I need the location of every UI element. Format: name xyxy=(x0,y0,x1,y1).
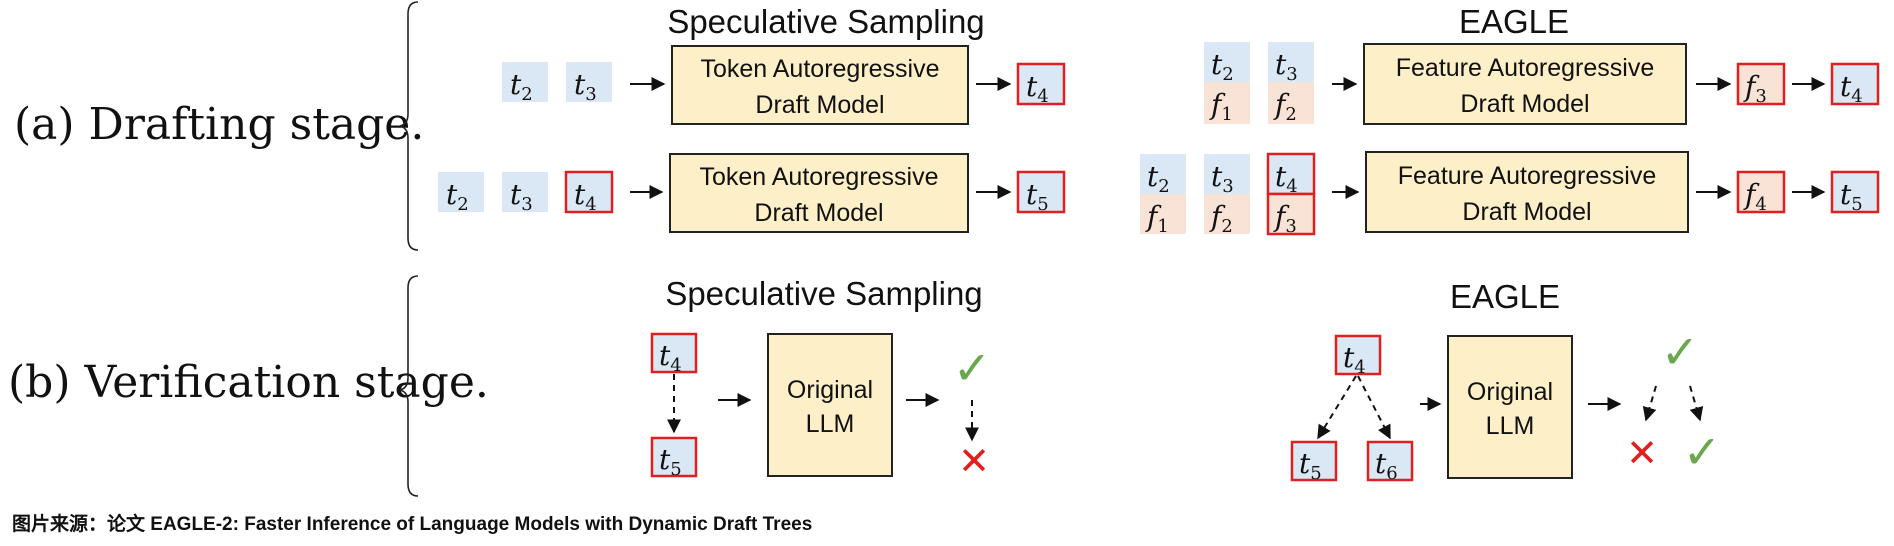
svg-text:t4: t4 xyxy=(659,339,682,376)
svg-text:Feature Autoregressive: Feature Autoregressive xyxy=(1396,54,1654,82)
rejected-cross-icon: ✕ xyxy=(958,439,990,483)
svg-text:Draft Model: Draft Model xyxy=(1460,90,1589,118)
svg-text:Original: Original xyxy=(787,376,873,404)
token-t5-output: t5 xyxy=(1830,170,1880,215)
token-draft-model-box: Token Autoregressive Draft Model xyxy=(671,45,969,125)
svg-text:Draft Model: Draft Model xyxy=(754,199,883,227)
token-t5: t5 xyxy=(1290,440,1338,484)
svg-text:t2: t2 xyxy=(1211,48,1234,85)
token-feature-pair-t2-f1: t2 f1 xyxy=(1140,154,1186,237)
title-spec-sampling-verification: Speculative Sampling xyxy=(665,275,982,312)
feature-f4-output: f4 xyxy=(1736,170,1786,215)
drafting-stage-label: (a) Drafting stage. xyxy=(14,99,424,150)
token-t6: t6 xyxy=(1366,440,1414,484)
verification-stage-label: (b) Verification stage. xyxy=(8,357,489,408)
dashed-arrow xyxy=(1642,385,1657,422)
svg-text:t3: t3 xyxy=(1275,48,1298,85)
svg-text:LLM: LLM xyxy=(1486,412,1535,440)
figure-caption: 图片来源：论文 EAGLE-2: Faster Inference of Lan… xyxy=(12,512,812,535)
svg-text:t5: t5 xyxy=(1026,178,1049,215)
rejected-cross-icon: ✕ xyxy=(1626,431,1658,475)
svg-text:t3: t3 xyxy=(510,178,533,215)
svg-text:LLM: LLM xyxy=(806,410,855,438)
drafting-brace xyxy=(399,1,419,251)
token-feature-pair-t3-f2: t3 f2 xyxy=(1204,154,1250,237)
feature-f3-output: f3 xyxy=(1736,62,1786,107)
svg-text:Feature Autoregressive: Feature Autoregressive xyxy=(1398,162,1656,190)
svg-text:Original: Original xyxy=(1467,378,1553,406)
feature-draft-model-box: Feature Autoregressive Draft Model xyxy=(1365,151,1689,233)
svg-text:Draft Model: Draft Model xyxy=(755,91,884,119)
svg-text:t3: t3 xyxy=(1211,160,1234,197)
verification-brace xyxy=(399,275,419,497)
token-t2: t2 xyxy=(438,172,484,215)
svg-text:t4: t4 xyxy=(1840,70,1863,107)
token-t3: t3 xyxy=(566,62,612,105)
token-t4: t4 xyxy=(1334,334,1382,378)
dashed-arrow xyxy=(1689,385,1704,422)
svg-text:t2: t2 xyxy=(510,68,533,105)
svg-text:t4: t4 xyxy=(1275,160,1298,197)
token-feature-pair-t2-f1: t2 f1 xyxy=(1204,42,1250,125)
accepted-check-icon: ✓ xyxy=(1683,425,1722,479)
original-llm-box: Original LLM xyxy=(767,333,893,477)
svg-text:Token Autoregressive: Token Autoregressive xyxy=(700,55,939,83)
token-feature-pair-t3-f2: t3 f2 xyxy=(1268,42,1314,125)
svg-text:t4: t4 xyxy=(1343,341,1366,378)
token-t2: t2 xyxy=(502,62,548,105)
token-t5: t5 xyxy=(650,436,698,480)
accepted-check-icon: ✓ xyxy=(1661,325,1700,379)
token-t4-output: t4 xyxy=(1016,62,1066,107)
token-t4: t4 xyxy=(564,170,614,215)
svg-text:t5: t5 xyxy=(1299,447,1322,484)
svg-text:t5: t5 xyxy=(659,443,682,480)
token-t3: t3 xyxy=(502,172,548,215)
svg-text:Draft Model: Draft Model xyxy=(1462,198,1591,226)
token-t4: t4 xyxy=(650,332,698,376)
token-t4-output: t4 xyxy=(1830,62,1880,107)
dashed-arrow xyxy=(1317,375,1357,440)
svg-text:Token Autoregressive: Token Autoregressive xyxy=(699,163,938,191)
token-t5-output: t5 xyxy=(1016,170,1066,215)
title-eagle-drafting: EAGLE xyxy=(1459,3,1569,40)
svg-text:t5: t5 xyxy=(1840,178,1863,215)
title-eagle-verification: EAGLE xyxy=(1450,278,1560,315)
original-llm-box: Original LLM xyxy=(1447,335,1573,479)
svg-text:t2: t2 xyxy=(446,178,469,215)
dashed-arrow xyxy=(1357,375,1391,440)
feature-draft-model-box: Feature Autoregressive Draft Model xyxy=(1363,43,1687,125)
svg-text:t2: t2 xyxy=(1147,160,1170,197)
svg-text:t6: t6 xyxy=(1375,447,1398,484)
svg-text:t3: t3 xyxy=(574,68,597,105)
svg-text:t4: t4 xyxy=(1026,70,1049,107)
token-draft-model-box: Token Autoregressive Draft Model xyxy=(669,153,969,233)
token-feature-pair-t4-f3: t4 f3 xyxy=(1266,152,1316,237)
svg-text:t4: t4 xyxy=(574,178,597,215)
accepted-check-icon: ✓ xyxy=(953,341,992,395)
title-spec-sampling-drafting: Speculative Sampling xyxy=(667,3,984,40)
